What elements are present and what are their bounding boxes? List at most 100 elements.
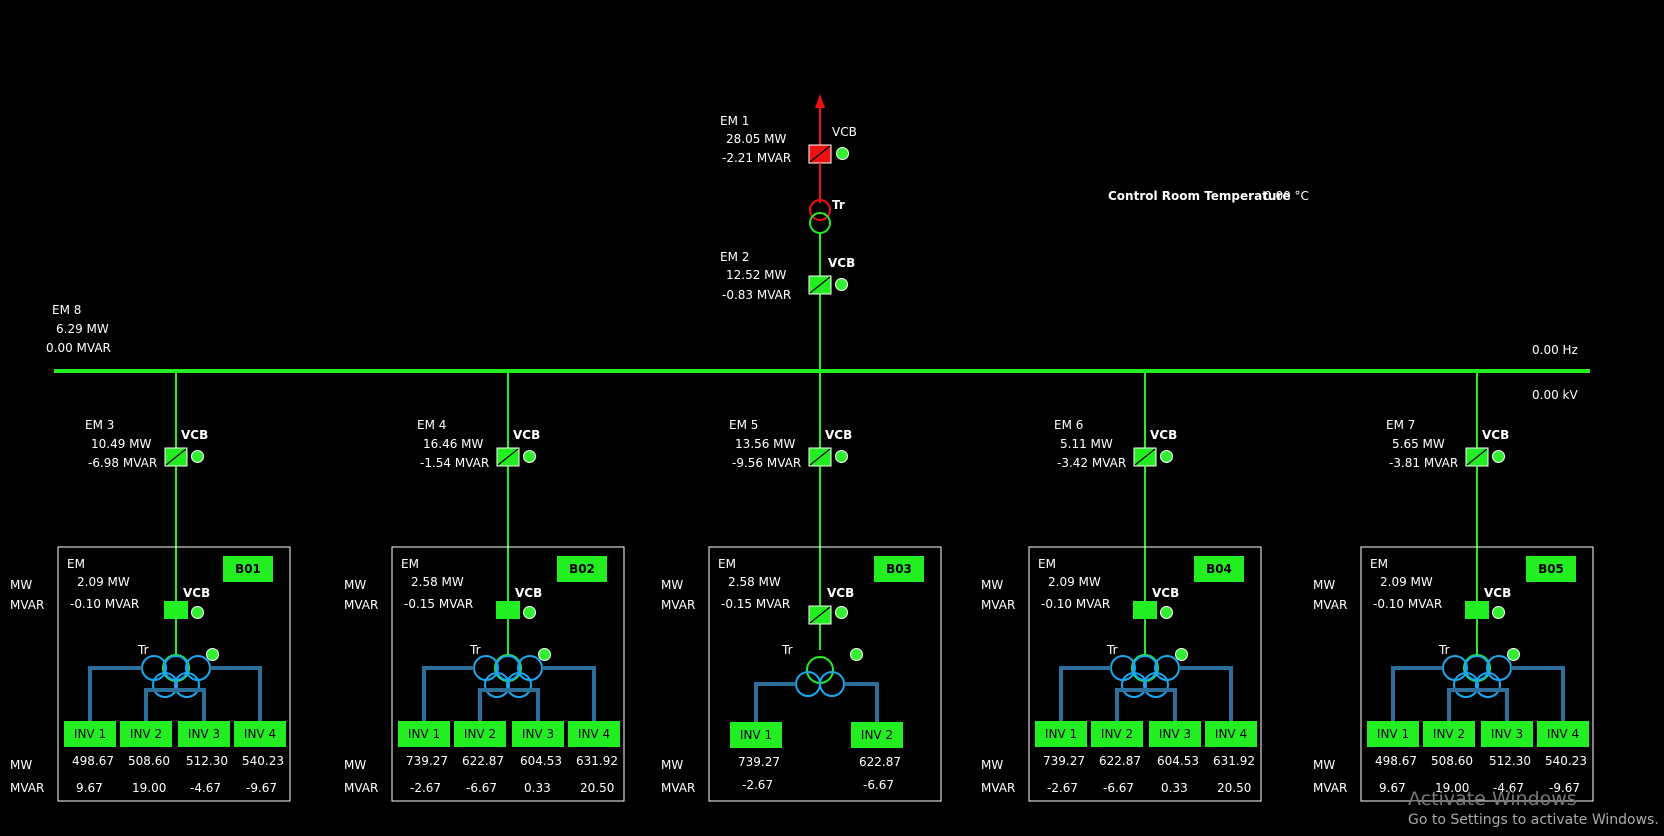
- inverter-button: INV 3: [1149, 721, 1201, 747]
- inverter-mw: 604.53: [1157, 754, 1199, 768]
- block-vcb-label: VCB: [183, 586, 211, 600]
- feeder-vcb-label: VCB: [1150, 428, 1178, 442]
- inverter-side-mvar-label: MVAR: [344, 781, 379, 795]
- inverter-mvar: -6.67: [863, 778, 895, 792]
- control-room-temperature-label: Control Room Temperature: [1108, 189, 1291, 203]
- inverter-side-mvar-label: MVAR: [10, 781, 45, 795]
- block-frame-B04: [1028, 546, 1262, 802]
- em2-vcb-status-indicator: [835, 278, 848, 291]
- inverter-mw: 508.60: [128, 754, 170, 768]
- block-em-mvar: -0.15 MVAR: [721, 597, 791, 611]
- em2-vcb-breaker-slash: [809, 276, 831, 294]
- block-vcb-breaker-B04: [1133, 601, 1157, 619]
- inverter-button: INV 1: [1035, 721, 1087, 747]
- inverter-mvar: -6.67: [466, 781, 498, 795]
- feeder-vcb-label: VCB: [1482, 428, 1510, 442]
- connector-inv2-inv3: [478, 688, 540, 736]
- em2-label: EM 2: [720, 250, 750, 264]
- connector-inv1: [1059, 666, 1111, 736]
- inverter-mw: 631.92: [576, 754, 618, 768]
- inverter-side-mw-label: MW: [10, 758, 33, 772]
- block-em-label: EM: [67, 557, 85, 571]
- block-transformer-secondary-winding: [1464, 655, 1490, 681]
- block-side-mvar-label: MVAR: [1313, 598, 1348, 612]
- block-frame-B02: [391, 546, 625, 802]
- feeder-mw: 16.46 MW: [423, 437, 484, 451]
- inverter-mvar: 9.67: [1379, 781, 1406, 795]
- block-transformer-label: Tr: [1107, 643, 1118, 657]
- inverter-mvar: 0.33: [524, 781, 551, 795]
- feeder-vcb-breaker-1-slash: [165, 448, 187, 466]
- feeder-mw: 5.11 MW: [1060, 437, 1113, 451]
- block-em-label: EM: [1370, 557, 1388, 571]
- inverter-mvar: -9.67: [246, 781, 278, 795]
- block-vcb-label: VCB: [515, 586, 543, 600]
- block-side-mw-label: MW: [1313, 578, 1336, 592]
- inverter-button: INV 2: [1423, 721, 1475, 747]
- inverter-button: INV 3: [178, 721, 230, 747]
- inverter-mw: 512.30: [186, 754, 228, 768]
- feeder-mw: 5.65 MW: [1392, 437, 1445, 451]
- feeder-vcb-status-indicator: [191, 450, 204, 463]
- connector-inv2-inv3: [1115, 688, 1177, 736]
- block-transformer-secondary-winding: [1121, 672, 1147, 698]
- feeder-vcb-breaker-2-slash: [497, 448, 519, 466]
- inverter-mvar: -4.67: [190, 781, 222, 795]
- activate-windows-watermark-title: Activate Windows: [1408, 788, 1577, 810]
- em2-mw: 12.52 MW: [726, 268, 787, 282]
- feeder-em-label: EM 3: [85, 418, 115, 432]
- block-transformer-label: Tr: [138, 643, 149, 657]
- activate-windows-watermark-text: Go to Settings to activate Windows.: [1408, 812, 1659, 828]
- inverter-mvar: 19.00: [132, 781, 167, 795]
- em1-label: EM 1: [720, 114, 750, 128]
- em8-label: EM 8: [52, 303, 82, 317]
- inverter-mvar: -2.67: [1047, 781, 1079, 795]
- inverter-button: INV 1: [1367, 721, 1419, 747]
- inverter-button: INV 2: [1091, 721, 1143, 747]
- feeder-em-label: EM 6: [1054, 418, 1084, 432]
- block-vcb-status-indicator: [191, 606, 204, 619]
- feeder-vcb-breaker-4-slash: [1134, 448, 1156, 466]
- feeder-vcb-status-indicator: [1160, 450, 1173, 463]
- block-transformer-secondary-winding: [1132, 655, 1158, 681]
- connector-inv4: [1511, 666, 1565, 736]
- connector-inv4: [1179, 666, 1233, 736]
- inverter-mw: 622.87: [462, 754, 504, 768]
- inverter-mw: 739.27: [738, 755, 780, 769]
- inverter-mw: 631.92: [1213, 754, 1255, 768]
- connector-inv4: [542, 666, 596, 736]
- block-vcb-label: VCB: [827, 586, 855, 600]
- block-transformer-status-indicator: [206, 648, 219, 661]
- feeder-em-label: EM 5: [729, 418, 759, 432]
- feeder-vcb-label: VCB: [825, 428, 853, 442]
- connector-inv2-inv3: [144, 688, 206, 736]
- inverter-mw: 604.53: [520, 754, 562, 768]
- block-em-label: EM: [1038, 557, 1056, 571]
- inverter-mvar: 20.50: [1217, 781, 1252, 795]
- block-em-mvar: -0.10 MVAR: [70, 597, 140, 611]
- inverter-button: INV 2: [851, 722, 903, 748]
- block-frame-B01: [57, 546, 291, 802]
- block-transformer-secondary-winding: [152, 672, 178, 698]
- inverter-side-mvar-label: MVAR: [1313, 781, 1348, 795]
- block-transformer-status-indicator: [1175, 648, 1188, 661]
- feeder-vcb-breaker-5-slash: [1466, 448, 1488, 466]
- block-vcb-status-indicator: [1492, 606, 1505, 619]
- feeder-vcb-breaker-3-slash: [809, 448, 831, 466]
- inverter-mvar: 19.00: [1435, 781, 1470, 795]
- block-id-badge: B04: [1194, 556, 1244, 582]
- em1-mw: 28.05 MW: [726, 132, 787, 146]
- feeder-mvar: -3.81 MVAR: [1389, 456, 1459, 470]
- inverter-side-mvar-label: MVAR: [661, 781, 696, 795]
- inverter-side-mvar-label: MVAR: [981, 781, 1016, 795]
- feeder-vcb-status-indicator: [835, 450, 848, 463]
- block-vcb-label: VCB: [1484, 586, 1512, 600]
- block-em-mvar: -0.15 MVAR: [404, 597, 474, 611]
- block-em-mw: 2.09 MW: [77, 575, 130, 589]
- inverter-mvar: -2.67: [410, 781, 442, 795]
- inverter-mvar: -6.67: [1103, 781, 1135, 795]
- block-transformer-secondary-winding: [174, 672, 200, 698]
- block-transformer-status-indicator: [538, 648, 551, 661]
- feeder-mvar: -3.42 MVAR: [1057, 456, 1127, 470]
- export-arrow: [815, 94, 825, 108]
